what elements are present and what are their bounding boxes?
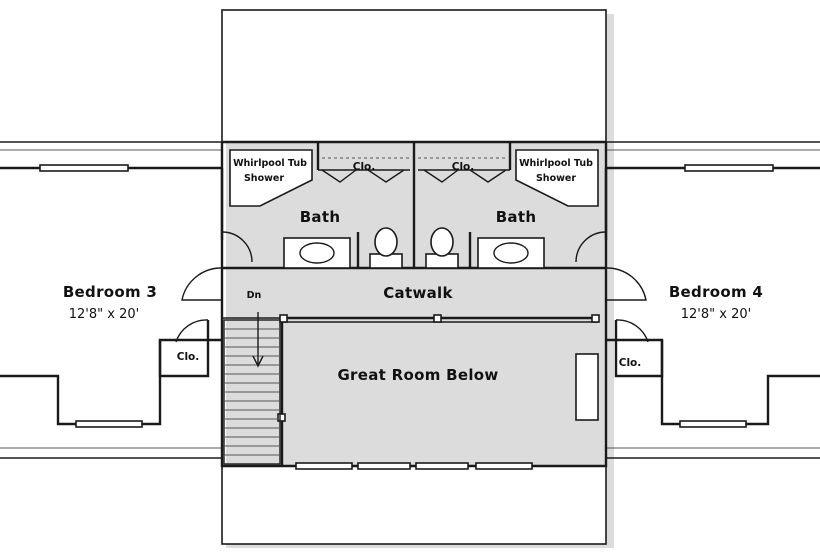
fireplace [575,353,599,421]
bedroom3-size: 12'8" x 20' [69,307,139,322]
staircase [223,319,281,465]
bath-right-label: Bath [496,208,537,226]
toilet-right [425,227,459,269]
closet-bed4-label: Clo. [619,357,642,369]
windows [39,164,774,470]
right-wing-outline [606,141,820,459]
lower-roof-area [221,465,607,545]
stair-label: Dn [247,290,262,301]
bedroom3-label: Bedroom 3 [63,283,157,301]
closet-top-right-label: Clo. [452,161,475,173]
tub-right-line1: Whirlpool Tub [519,158,593,169]
stair-arrow-head [252,355,264,368]
left-wing-outline [0,141,222,459]
tub-left-line1: Whirlpool Tub [233,158,307,169]
catwalk-label: Catwalk [383,284,453,302]
great-room-label: Great Room Below [337,366,498,384]
vanity-right [477,237,545,269]
bath-left-label: Bath [300,208,341,226]
vanity-left [283,237,351,269]
closet-doors [321,157,507,183]
toilet-left [369,227,403,269]
rail-posts [277,314,600,422]
closet-top-left-label: Clo. [353,161,376,173]
bedroom4-size: 12'8" x 20' [681,307,751,322]
closet-bed3-label: Clo. [177,351,200,363]
tub-right-line2: Shower [536,173,576,184]
door-swings [175,231,649,343]
tub-left-line2: Shower [244,173,284,184]
bedroom4-label: Bedroom 4 [669,283,763,301]
tub-right [515,149,599,207]
tub-left [229,149,313,207]
upper-roof-area [221,9,607,143]
